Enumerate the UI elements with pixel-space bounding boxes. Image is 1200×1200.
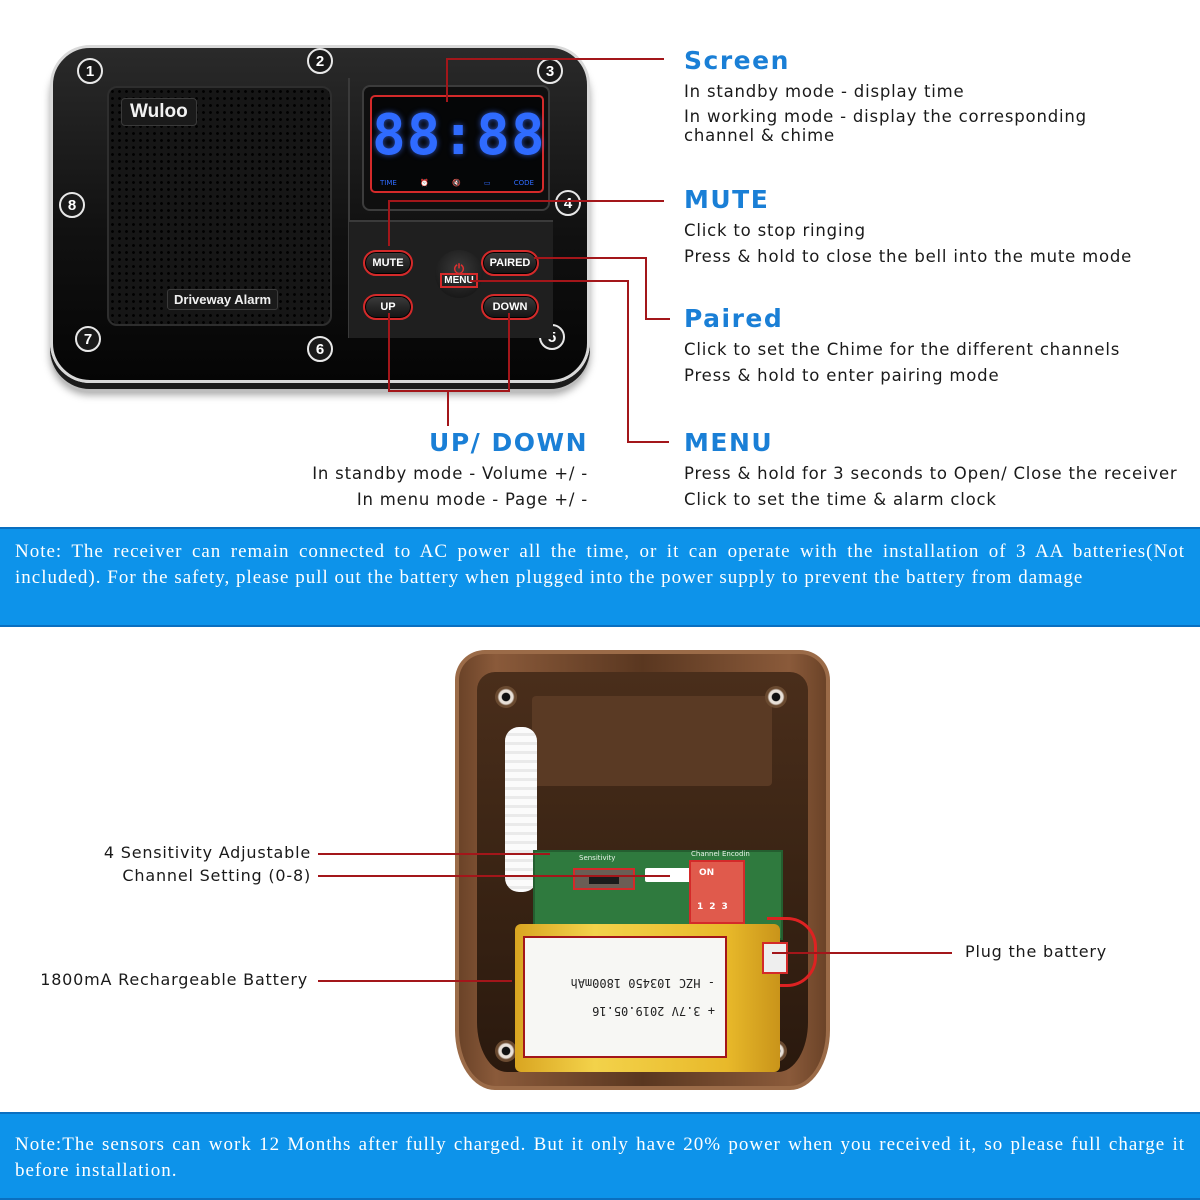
sensitivity-callout-line	[318, 853, 550, 855]
screen-title: Screen	[684, 46, 790, 75]
menu-callout-line-h2	[627, 441, 669, 443]
sensor-note-banner: Note:The sensors can work 12 Months afte…	[0, 1112, 1200, 1200]
plug-callout-line	[772, 952, 952, 954]
paired-description: Paired Click to set the Chime for the di…	[684, 304, 1194, 391]
down-callout-line	[508, 313, 510, 391]
sensitivity-callout-text: 4 Sensitivity Adjustable	[103, 843, 311, 862]
lcd-frame: 88:88 TIME ⏰ 🔇 ▭ CODE	[362, 85, 550, 211]
paired-button[interactable]: PAIRED	[481, 250, 539, 276]
screw-marker-6: 6	[307, 336, 333, 362]
channel-dip-switch[interactable]: ON 123	[689, 860, 745, 924]
mute-button[interactable]: MUTE	[363, 250, 413, 276]
sensor-housing: Sensitivity Channel Encodin ON 123 + 3.7…	[455, 650, 830, 1090]
paired-callout-line-v	[645, 257, 647, 319]
dip-numbers: 123	[697, 902, 734, 912]
screen-callout-line-v	[446, 58, 448, 102]
screen-description: Screen In standby mode - display time In…	[684, 46, 1194, 149]
menu-line-1: Press & hold for 3 seconds to Open/ Clos…	[684, 464, 1178, 483]
mute-description: MUTE Click to stop ringing Press & hold …	[684, 185, 1194, 272]
menu-label: MENU	[440, 272, 478, 288]
screw-marker-7: 7	[75, 326, 101, 352]
updown-title: UP/ DOWN	[429, 428, 588, 457]
battery-callout-text: 1800mA Rechargeable Battery	[40, 970, 308, 989]
screw-hole	[765, 686, 787, 708]
foam-pad	[505, 727, 537, 892]
screw-marker-1: 1	[77, 58, 103, 84]
channel-callout-text: Channel Setting (0-8)	[122, 866, 311, 885]
updown-callout-stem	[447, 390, 449, 426]
updown-line-2: In menu mode - Page +/ -	[356, 490, 588, 509]
screw-marker-3: 3	[537, 58, 563, 84]
mute-callout-line-v	[388, 200, 390, 246]
down-button[interactable]: DOWN	[481, 294, 539, 320]
updown-line-1: In standby mode - Volume +/ -	[312, 464, 588, 483]
screen-line-2: In working mode - display the correspond…	[684, 107, 1087, 145]
screw-marker-8: 8	[59, 192, 85, 218]
screen-callout-line	[446, 58, 664, 60]
screen-line-1: In standby mode - display time	[684, 82, 965, 101]
lcd-digits: 88:88	[372, 103, 546, 168]
dip-on-label: ON	[699, 868, 715, 878]
battery-icon: ▭	[483, 179, 491, 187]
updown-description: UP/ DOWN In standby mode - Volume +/ - I…	[268, 428, 588, 515]
speaker-grille: Wuloo Driveway Alarm	[107, 86, 332, 326]
menu-button[interactable]: ⏻ MENU	[435, 250, 483, 298]
receiver-device: 1 2 3 4 5 6 7 8 Wuloo Driveway Alarm 88:…	[50, 45, 590, 383]
updown-callout-bar	[388, 390, 510, 392]
battery-label-line-2: - HZC 103450 1800mAh	[570, 976, 716, 990]
housing-interior: Sensitivity Channel Encodin ON 123 + 3.7…	[477, 672, 817, 1072]
battery-pack: + 3.7V 2019.05.16 - HZC 103450 1800mAh	[515, 924, 780, 1072]
lcd-indicators: TIME ⏰ 🔇 ▭ CODE	[380, 179, 534, 187]
menu-title: MENU	[684, 428, 774, 457]
brand-logo: Wuloo	[121, 98, 197, 126]
mute-icon: 🔇	[451, 179, 461, 187]
model-label: Driveway Alarm	[167, 289, 279, 310]
alarm-clock-icon: ⏰	[420, 179, 429, 187]
lcd-screen: 88:88 TIME ⏰ 🔇 ▭ CODE	[370, 95, 546, 193]
time-indicator: TIME	[380, 179, 397, 187]
menu-callout-line-v	[627, 280, 629, 442]
plug-callout-text: Plug the battery	[965, 942, 1108, 961]
button-panel: MUTE PAIRED ⏻ MENU UP DOWN	[349, 220, 553, 338]
screw-hole	[495, 686, 517, 708]
battery-label: + 3.7V 2019.05.16 - HZC 103450 1800mAh	[523, 936, 727, 1058]
mute-line-2: Press & hold to close the bell into the …	[684, 247, 1133, 266]
receiver-note-banner: Note: The receiver can remain connected …	[0, 527, 1200, 627]
mute-callout-line	[388, 200, 664, 202]
screw-marker-2: 2	[307, 48, 333, 74]
menu-line-2: Click to set the time & alarm clock	[684, 490, 997, 509]
sensitivity-pcb-label: Sensitivity	[579, 854, 616, 862]
panel-divider	[348, 78, 350, 338]
screw-hole	[495, 1040, 517, 1062]
battery-label-line-1: + 3.7V 2019.05.16	[592, 1004, 715, 1018]
battery-plug[interactable]	[762, 942, 788, 974]
up-callout-line	[388, 313, 390, 391]
sensitivity-switch[interactable]	[573, 868, 635, 890]
code-indicator: CODE	[513, 179, 534, 187]
mute-line-1: Click to stop ringing	[684, 221, 866, 240]
paired-line-2: Press & hold to enter pairing mode	[684, 366, 1000, 385]
paired-line-1: Click to set the Chime for the different…	[684, 340, 1121, 359]
mount-bracket	[532, 696, 772, 786]
battery-callout-line	[318, 980, 512, 982]
channel-pcb-label: Channel Encodin	[691, 850, 750, 858]
menu-callout-line	[470, 280, 628, 282]
screw-marker-4: 4	[555, 190, 581, 216]
paired-callout-line	[534, 257, 646, 259]
paired-title: Paired	[684, 304, 784, 333]
power-icon: ⏻	[453, 260, 465, 276]
paired-callout-line-h2	[645, 318, 670, 320]
menu-description: MENU Press & hold for 3 seconds to Open/…	[684, 428, 1194, 515]
channel-callout-line	[318, 875, 670, 877]
mute-title: MUTE	[684, 185, 770, 214]
